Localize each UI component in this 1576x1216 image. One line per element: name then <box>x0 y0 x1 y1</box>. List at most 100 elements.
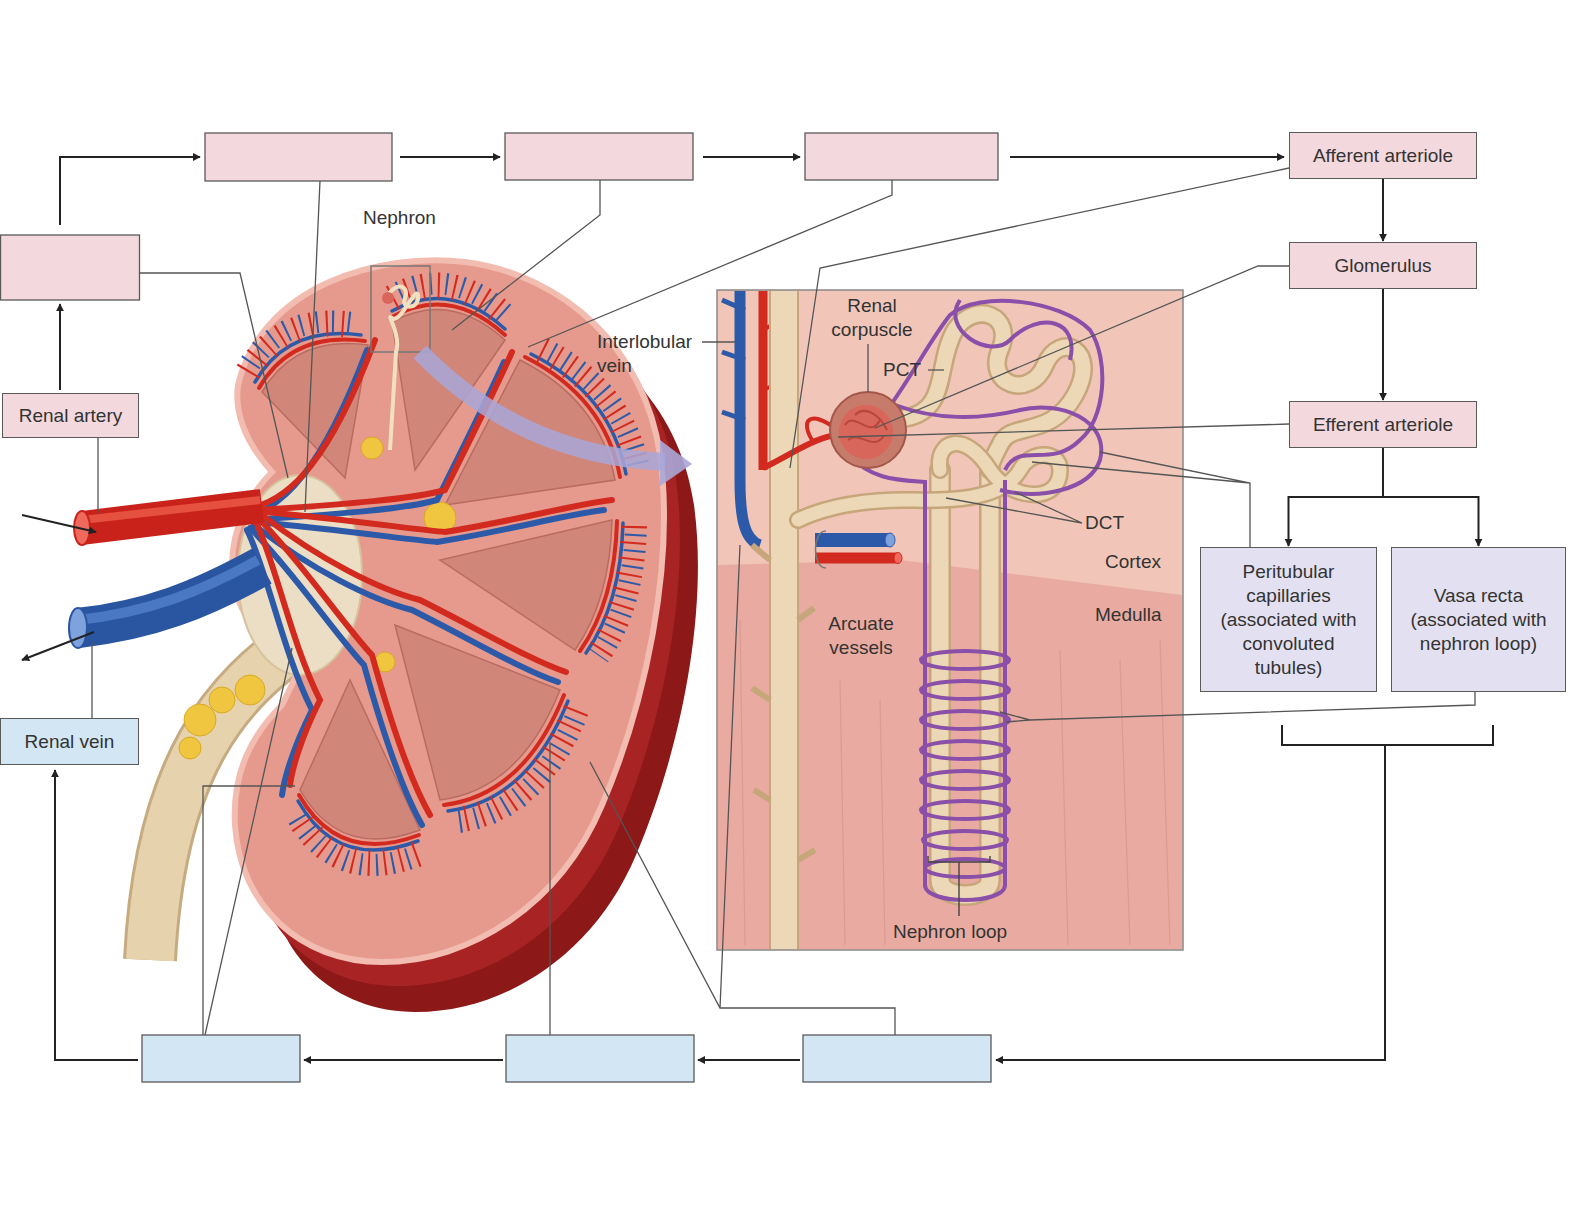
part-label: PCT <box>883 358 921 382</box>
leader-line <box>91 642 92 718</box>
flow-arrow <box>55 770 138 1060</box>
renal-sinus <box>235 675 265 705</box>
part-label: Cortex <box>1105 550 1161 574</box>
leader-line <box>549 742 550 1035</box>
leader-line <box>867 344 868 392</box>
process-box: Renal vein <box>0 718 139 765</box>
flow-arrow <box>304 1059 503 1061</box>
nephron-marker <box>385 287 418 450</box>
flow-connector <box>1289 448 1384 546</box>
nephron-inset <box>928 856 990 916</box>
nephron-inset <box>1120 660 1130 945</box>
empty-box <box>505 133 693 180</box>
nephron-inset <box>921 711 1009 729</box>
renal-sinus <box>184 704 216 736</box>
empty-box <box>1 235 140 300</box>
leader-line <box>97 438 98 513</box>
nephron-inset <box>905 314 1083 470</box>
flow-arrow <box>698 1059 800 1061</box>
nephron-inset <box>850 300 1102 900</box>
renal-sinus <box>209 687 235 713</box>
nephron-inset <box>894 553 902 564</box>
nephron-inset <box>885 533 895 547</box>
interlobular-vessel <box>297 816 417 865</box>
interlobular-vessel <box>597 526 634 656</box>
leader-line <box>452 180 600 330</box>
nephron-inset <box>880 700 885 945</box>
part-label: Medulla <box>1095 603 1162 627</box>
interlobar-artery <box>265 500 612 532</box>
node-text: Afferent arteriole <box>1313 144 1453 168</box>
nephron-inset <box>845 411 887 442</box>
empty-box <box>142 1035 300 1082</box>
nephron-inset <box>845 420 880 427</box>
nephron-inset <box>921 771 1009 789</box>
process-box: Vasa recta (associated with nephron loop… <box>1391 547 1566 692</box>
interlobular-vessel <box>392 284 505 314</box>
leader-line <box>928 369 944 370</box>
interlobar-artery <box>260 352 512 510</box>
leader-line <box>205 648 292 1035</box>
renal-pyramid <box>395 625 560 800</box>
empty-box <box>506 1035 694 1082</box>
zoom-arrow <box>420 352 692 486</box>
node-text: Peritubular capillaries (associated with… <box>1208 560 1369 680</box>
nephron-inset <box>717 290 1183 960</box>
interlobular-vessel <box>297 814 417 863</box>
nephron-inset <box>905 314 1083 470</box>
nephron-inset <box>955 300 1071 360</box>
renal-sinus <box>361 437 383 459</box>
interlobular-vessel <box>248 324 354 372</box>
nephron-inset <box>839 405 893 459</box>
nephron-inset <box>923 831 1007 849</box>
flow-connector <box>1382 289 1384 400</box>
leader-line <box>946 492 1082 523</box>
empty-box <box>805 133 998 180</box>
flow-arrow <box>59 304 61 390</box>
nephron-inset <box>740 620 745 945</box>
process-box: Peritubular capillaries (associated with… <box>1200 547 1377 692</box>
nephron-inset <box>921 681 1009 699</box>
leader-line <box>305 181 320 512</box>
leader-line <box>203 786 295 1035</box>
arcuate-vessel <box>392 305 505 335</box>
leader-line <box>1000 692 1475 722</box>
node-text: Renal vein <box>25 730 115 754</box>
renal-vessel-tube <box>69 608 87 648</box>
part-label: Arcuate vessels <box>812 612 910 660</box>
leader-line <box>838 424 1289 437</box>
flow-arrow <box>22 157 1493 1060</box>
interlobar-artery <box>255 520 320 785</box>
flow-arrow <box>22 632 94 660</box>
node-text: Efferent arteriole <box>1313 413 1453 437</box>
flow-connector <box>1382 179 1384 241</box>
nephron-inset <box>1060 650 1068 945</box>
empty-box <box>205 133 392 181</box>
nephron-inset <box>763 435 835 468</box>
interlobar-artery <box>258 518 430 815</box>
nephron-marker <box>371 266 430 352</box>
interlobular-vessel <box>458 712 578 822</box>
leader-line <box>875 266 1289 428</box>
node-text: Renal artery <box>19 404 123 428</box>
part-label: Nephron loop <box>893 920 1007 944</box>
nephron-inset <box>830 392 906 468</box>
nephron-inset <box>923 480 927 885</box>
interlobular-vessel <box>599 526 636 656</box>
interlobar-artery <box>262 515 566 672</box>
nephron-inset <box>722 300 745 420</box>
nephron-inset <box>1003 480 1007 885</box>
flow-arrow <box>1010 156 1284 158</box>
node-text: Glomerulus <box>1334 254 1431 278</box>
nephron-inset <box>759 291 768 470</box>
process-box: Glomerulus <box>1289 242 1477 289</box>
flow-arrow <box>400 156 500 158</box>
renal-vessel-tube <box>78 560 258 620</box>
part-label: Interlobular vein <box>597 330 701 378</box>
renal-vessel-tube <box>69 500 262 648</box>
nephron-inset <box>840 680 845 945</box>
empty-box <box>803 1035 991 1082</box>
empty-box <box>1 133 999 1082</box>
nephron-inset <box>921 651 1009 669</box>
